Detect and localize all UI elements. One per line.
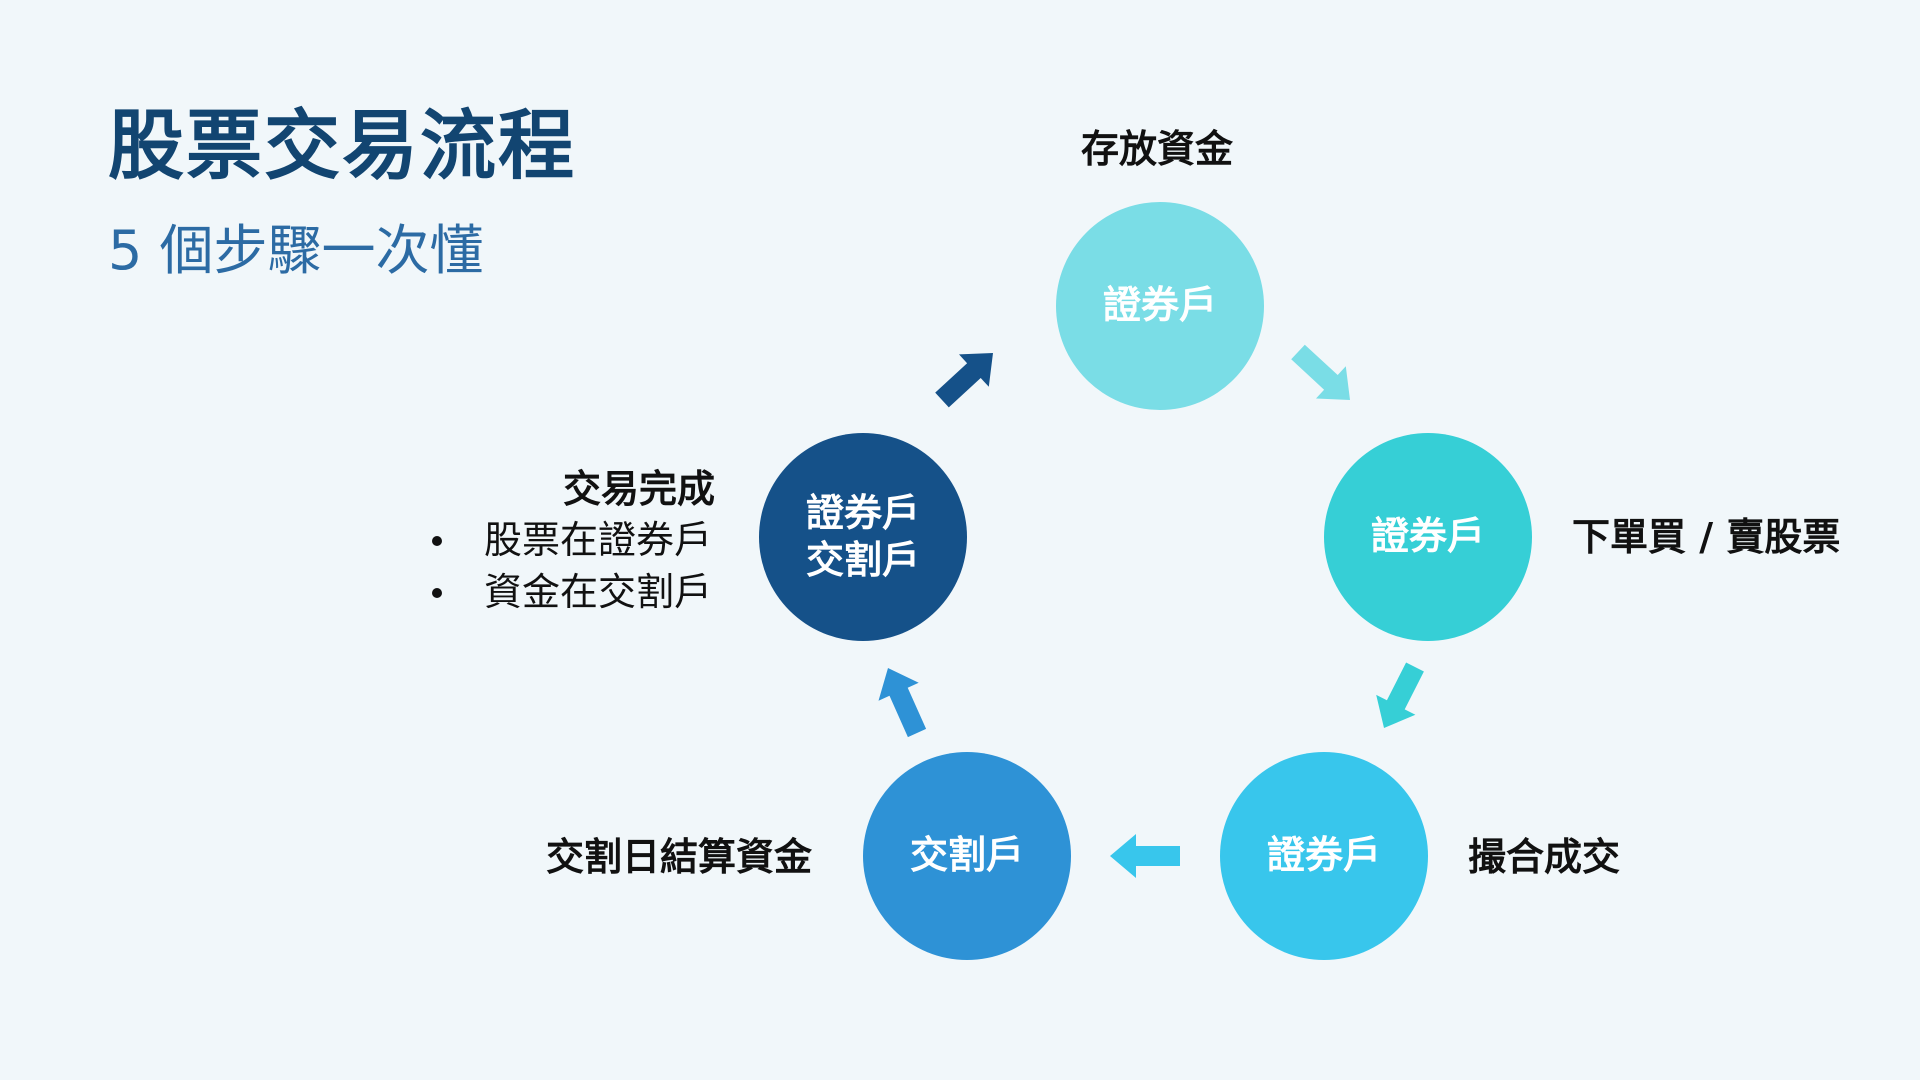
node-top-label: 證券戶	[1102, 283, 1217, 328]
node-left-label-line2: 交割戶	[805, 538, 920, 582]
node-right-securities-account: 證券戶	[1324, 433, 1532, 641]
arrow-left-to-top	[935, 353, 993, 408]
node-bottom-left-label: 交割戶	[909, 833, 1024, 878]
done-bullet-item: 股票在證券戶	[420, 514, 712, 566]
step-deposit-label: 存放資金	[1081, 127, 1234, 171]
arrow-bottom-left-to-left	[878, 668, 927, 738]
arrow-right-to-bottom-right	[1376, 662, 1424, 728]
node-top-securities-account: 證券戶	[1056, 202, 1264, 410]
step-settle-label: 交割日結算資金	[546, 835, 813, 879]
node-bottom-left-settlement-account: 交割戶	[863, 752, 1071, 960]
step-match-label: 撮合成交	[1468, 835, 1621, 879]
arrow-bottom-right-to-bottom-left	[1110, 834, 1180, 878]
step-done-label: 交易完成	[563, 467, 716, 511]
step-order-label: 下單買 / 賣股票	[1572, 515, 1841, 559]
node-left-label-line1: 證券戶	[805, 490, 920, 535]
done-bullet-list: 股票在證券戶 資金在交割戶	[420, 514, 712, 618]
node-left-both-accounts: 證券戶 交割戶	[759, 433, 967, 641]
node-right-label: 證券戶	[1370, 514, 1485, 559]
node-bottom-right-securities-account: 證券戶	[1220, 752, 1428, 960]
arrow-top-to-right	[1291, 344, 1350, 400]
page-title: 股票交易流程	[108, 101, 576, 190]
node-bottom-right-label: 證券戶	[1266, 833, 1381, 878]
done-bullet-item: 資金在交割戶	[420, 566, 712, 618]
page-subtitle: 5 個步驟一次懂	[108, 219, 484, 282]
